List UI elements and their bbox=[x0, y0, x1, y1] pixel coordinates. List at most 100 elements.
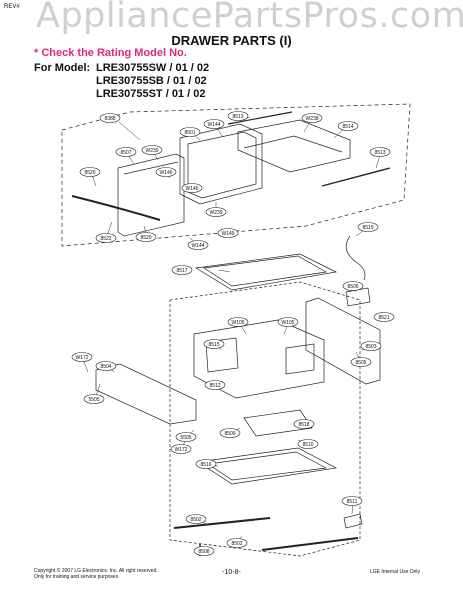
part-callout: W105 bbox=[277, 317, 299, 327]
callout-label: W172 bbox=[174, 447, 187, 453]
callout-oval bbox=[175, 432, 197, 442]
callout-label: 8504 bbox=[100, 364, 111, 370]
part-callout: W145 bbox=[181, 183, 203, 193]
part-callout: 8522 bbox=[95, 233, 117, 243]
part-slide-rail bbox=[173, 517, 271, 529]
callout-label: W105 bbox=[281, 320, 294, 326]
callout-label: 8514 bbox=[342, 124, 353, 130]
part-callout: W105 bbox=[227, 317, 249, 327]
part-callout: 8512 bbox=[204, 380, 226, 390]
callout-label: W144 bbox=[191, 243, 204, 249]
callout-label: 8520 bbox=[140, 235, 151, 241]
usage-text: Only for training and service purposes bbox=[34, 574, 119, 580]
part-callout: 8516 bbox=[195, 459, 217, 469]
page-title: DRAWER PARTS (I) bbox=[171, 33, 292, 48]
callout-oval bbox=[357, 222, 379, 232]
callout-label: 8388 bbox=[104, 116, 115, 122]
callout-oval bbox=[170, 444, 192, 454]
callout-oval bbox=[226, 538, 248, 548]
model-label: For Model: bbox=[34, 62, 91, 74]
part-wire-harness bbox=[345, 235, 366, 281]
callout-label: 5505 bbox=[180, 435, 191, 441]
callout-label: W144 bbox=[207, 122, 220, 128]
callout-label: 5505 bbox=[88, 397, 99, 403]
callout-oval bbox=[341, 496, 363, 506]
callout-label: 8502 bbox=[231, 541, 242, 547]
drawer-group-outline bbox=[61, 103, 411, 247]
callout-label: 8505 bbox=[355, 360, 366, 366]
callout-oval bbox=[337, 121, 359, 131]
part-callout: 8503 bbox=[360, 341, 382, 351]
callout-label: 8502 bbox=[190, 517, 201, 523]
rating-note: * Check the Rating Model No. bbox=[34, 47, 187, 59]
callout-oval bbox=[277, 317, 299, 327]
part-callout: 8507 bbox=[115, 147, 137, 157]
callout-oval bbox=[350, 357, 372, 367]
part-callout: 8520 bbox=[79, 167, 101, 177]
callout-oval bbox=[205, 207, 227, 217]
callout-label: W172 bbox=[75, 355, 88, 361]
part-handle bbox=[71, 195, 161, 221]
copyright-text: Copyright © 2007 LG Electronics. Inc. Al… bbox=[34, 568, 158, 574]
callout-oval bbox=[204, 380, 226, 390]
part-callout: 8519 bbox=[357, 222, 379, 232]
page-number: -10-8- bbox=[222, 569, 241, 576]
part-callout: 8518 bbox=[293, 419, 315, 429]
callout-label: 8506 bbox=[347, 284, 358, 290]
part-callout: W146 bbox=[155, 167, 177, 177]
callout-oval bbox=[293, 419, 315, 429]
housing-outline bbox=[169, 281, 361, 557]
callout-oval bbox=[342, 281, 364, 291]
callout-label: 8518 bbox=[298, 422, 309, 428]
callout-oval bbox=[79, 167, 101, 177]
part-callout: 8506 bbox=[342, 281, 364, 291]
callout-oval bbox=[360, 341, 382, 351]
callout-label: 8510 bbox=[302, 442, 313, 448]
part-callout: 8515 bbox=[203, 339, 225, 349]
callout-oval bbox=[297, 439, 319, 449]
callout-oval bbox=[193, 546, 215, 556]
part-drawer-front bbox=[117, 153, 185, 237]
callout-oval bbox=[219, 428, 241, 438]
callout-oval bbox=[99, 113, 121, 123]
part-callout: 8520 bbox=[135, 232, 157, 242]
part-callout: W144 bbox=[203, 119, 225, 129]
callout-label: W149 bbox=[221, 231, 234, 237]
callout-label: W146 bbox=[159, 170, 172, 176]
part-side-panel bbox=[95, 363, 197, 425]
part-callout: 8513 bbox=[369, 147, 391, 157]
callout-label: 8516 bbox=[200, 462, 211, 468]
part-rail bbox=[227, 111, 293, 125]
part-callout: 5505 bbox=[83, 394, 105, 404]
callout-label: 8501 bbox=[184, 130, 195, 136]
part-callout: W149 bbox=[217, 228, 239, 238]
model-number: LRE30755SW / 01 / 02 bbox=[96, 62, 210, 74]
callout-oval bbox=[135, 232, 157, 242]
callout-oval bbox=[181, 183, 203, 193]
revision-mark: REV# bbox=[4, 4, 20, 10]
callout-oval bbox=[369, 147, 391, 157]
callout-oval bbox=[227, 317, 249, 327]
watermark: AppliancePartsPros.com bbox=[36, 0, 463, 36]
model-number: LRE30755ST / 01 / 02 bbox=[96, 88, 206, 100]
part-callout: W239 bbox=[141, 145, 163, 155]
part-slide-rail bbox=[261, 537, 359, 551]
part-callout: 8511 bbox=[341, 496, 363, 506]
callout-label: W145 bbox=[185, 186, 198, 192]
part-bracket bbox=[345, 287, 371, 307]
callout-label: 8511 bbox=[347, 499, 358, 505]
part-bottom-pan bbox=[197, 447, 338, 485]
copyright-notice: Copyright © 2007 LG Electronics. Inc. Al… bbox=[34, 568, 158, 580]
part-tray bbox=[194, 253, 338, 291]
model-number: LRE30755SB / 01 / 02 bbox=[96, 75, 207, 87]
callout-oval bbox=[141, 145, 163, 155]
part-callout: 8514 bbox=[337, 121, 359, 131]
callout-label: W238 bbox=[305, 116, 318, 122]
callout-oval bbox=[217, 228, 239, 238]
callout-label: 8522 bbox=[100, 236, 111, 242]
part-callout: W172 bbox=[71, 352, 93, 362]
callout-oval bbox=[301, 113, 323, 123]
callout-label: 8515 bbox=[208, 342, 219, 348]
part-callout: W239 bbox=[205, 207, 227, 217]
